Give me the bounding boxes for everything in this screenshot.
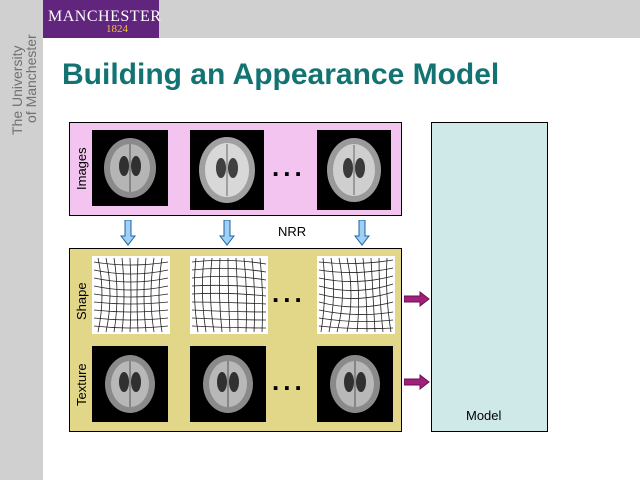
left-sidebar <box>0 0 43 480</box>
shape-grid-1 <box>92 256 170 334</box>
university-name: The University of Manchester <box>9 15 39 135</box>
right-arrow-icon <box>404 291 430 307</box>
texture-image-3 <box>317 346 393 422</box>
brain-image-2 <box>190 130 264 210</box>
shape-grid-3 <box>317 256 395 334</box>
manchester-logo: MANCHESTER 1824 <box>43 0 162 38</box>
texture-label: Texture <box>74 363 89 406</box>
university-line-2: of Manchester <box>23 34 39 123</box>
texture-image-2 <box>190 346 266 422</box>
down-arrow-icon <box>354 220 370 246</box>
images-ellipsis: ... <box>272 152 306 182</box>
model-panel <box>431 122 548 432</box>
brain-image-3 <box>317 130 391 210</box>
model-label: Model <box>466 408 502 423</box>
university-line-1: The University <box>9 45 25 135</box>
logo-text: MANCHESTER <box>48 8 162 25</box>
shape-grid-2 <box>190 256 268 334</box>
texture-image-1 <box>92 346 168 422</box>
down-arrow-icon <box>219 220 235 246</box>
logo-year: 1824 <box>106 23 128 35</box>
images-label: Images <box>74 147 89 190</box>
right-arrow-icon <box>404 374 430 390</box>
brain-image-1 <box>92 130 168 206</box>
slide-title: Building an Appearance Model <box>62 58 500 91</box>
down-arrow-icon <box>120 220 136 246</box>
shape-label: Shape <box>74 282 89 320</box>
shape-ellipsis: ... <box>272 278 306 308</box>
texture-ellipsis: ... <box>272 366 306 396</box>
nrr-label: NRR <box>278 224 307 239</box>
